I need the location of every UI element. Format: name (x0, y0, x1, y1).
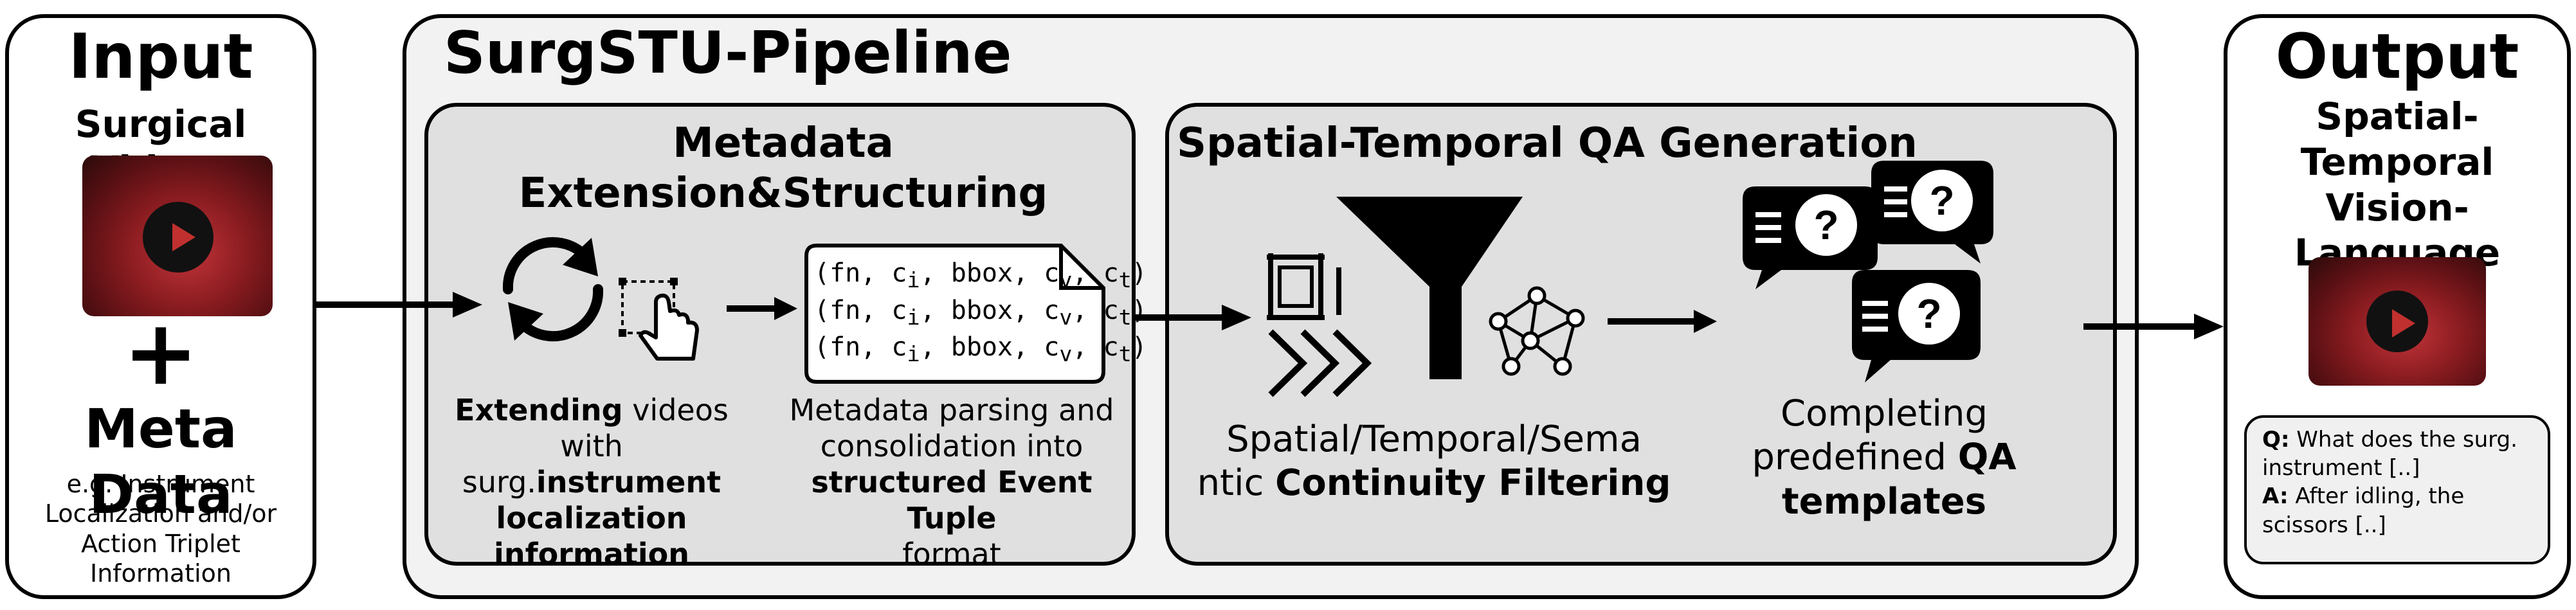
complete-description: Completing predefined QA templates (1752, 393, 2017, 523)
output-title: Output (2275, 21, 2519, 93)
svg-text:?: ? (1813, 202, 1838, 248)
input-to-pipeline-arrow (315, 292, 482, 318)
network-graph-icon (1489, 286, 1585, 376)
document-icon (804, 244, 1105, 384)
event-tuple-row: (fn, ci, bbox, cv, ct) (814, 332, 1147, 367)
filter-description: Spatial/Temporal/Sema ntic Continuity Fi… (1197, 418, 1671, 505)
event-tuples: (fn, ci, bbox, cv, ct) (fn, ci, bbox, cv… (814, 257, 1147, 368)
pipeline-title: SurgSTU-Pipeline (444, 19, 1012, 87)
qa-example-box (2244, 415, 2550, 564)
qa-example-text: Q: What does the surg. instrument [..] A… (2262, 427, 2517, 538)
qa-title: Spatial-Temporal QA Generation (1177, 120, 1918, 167)
hand-cursor-icon (619, 278, 699, 361)
fast-forward-icon (1268, 329, 1372, 397)
parse-description: Metadata parsing and consolidation into … (789, 393, 1114, 572)
refresh-icon (502, 237, 604, 342)
play-icon (2366, 291, 2428, 352)
svg-text:?: ? (1929, 177, 1954, 224)
input-video-thumbnail (82, 156, 273, 316)
metadata-to-qa-arrow (1136, 305, 1251, 330)
svg-text:?: ? (1916, 291, 1941, 337)
output-video-thumbnail (2308, 257, 2486, 386)
extend-description: Extending videos with surg.instrument lo… (455, 393, 729, 572)
input-meta-desc: e.g. Instrument Localization and/or Acti… (44, 470, 277, 588)
input-title: Input (68, 21, 253, 93)
qa-inner-arrow (1608, 310, 1717, 333)
plus-sign: + (123, 301, 199, 406)
input-meta-label: Meta Data (84, 397, 237, 526)
question-bubbles-icon: ? ? ? (1743, 161, 1993, 382)
play-icon (143, 202, 213, 273)
metadata-title: Metadata Extension&Structuring (518, 120, 1048, 218)
crop-frame-icon (1267, 253, 1341, 320)
event-tuple-row: (fn, ci, bbox, cv, ct) (814, 258, 1147, 292)
metadata-inner-arrow (727, 297, 797, 320)
funnel-icon (1336, 197, 1523, 379)
pipeline-to-output-arrow (2083, 314, 2224, 339)
event-tuple-row: (fn, ci, bbox, cv, ct) (814, 295, 1147, 330)
